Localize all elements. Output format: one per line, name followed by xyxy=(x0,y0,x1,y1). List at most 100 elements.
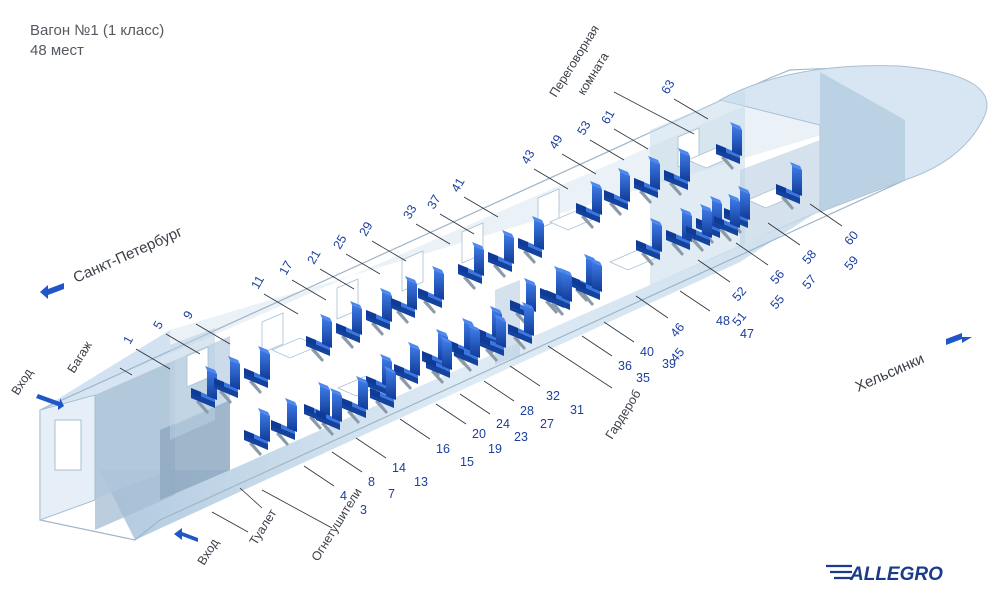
seat-number: 49 xyxy=(546,132,565,151)
seat-leader-line xyxy=(635,295,669,319)
seat-leader-line xyxy=(355,437,387,459)
seat-leader-line xyxy=(263,293,299,315)
seat-number: 15 xyxy=(460,455,474,469)
seat-number: 48 xyxy=(716,314,730,328)
seat-leader-line xyxy=(371,240,407,262)
seat-number: 40 xyxy=(640,345,654,359)
seat-number: 19 xyxy=(488,442,502,456)
seat-number: 52 xyxy=(730,284,750,304)
seat-number: 32 xyxy=(546,389,560,403)
seat-number: 20 xyxy=(472,427,486,441)
seat-number: 14 xyxy=(392,461,406,475)
area-leader-lines xyxy=(119,91,695,533)
seat-leader-line xyxy=(439,213,475,235)
entrance-bottom-label: Вход xyxy=(195,536,222,568)
seat-number: 60 xyxy=(842,228,862,248)
seat-icon[interactable] xyxy=(488,230,514,278)
seat-number: 9 xyxy=(180,308,196,321)
seat-number: 5 xyxy=(150,318,166,331)
seat-icon[interactable] xyxy=(306,314,332,362)
direction-left-arrow-icon xyxy=(40,283,64,299)
seat-icon[interactable] xyxy=(394,342,420,390)
seat-icon[interactable] xyxy=(244,408,270,456)
wardrobe-label: Гардероб xyxy=(603,388,644,442)
seat-number: 7 xyxy=(388,487,395,501)
seat-number: 31 xyxy=(570,403,584,417)
seat-number: 25 xyxy=(330,232,349,251)
seat-leader-line xyxy=(533,168,569,190)
seat-numbers: 1591117212529333741434953616346525658604… xyxy=(120,77,861,517)
seat-leader-line xyxy=(509,365,541,387)
entrance-left-arrow-icon xyxy=(36,394,64,410)
car-body xyxy=(39,65,988,541)
seat-leader-line xyxy=(435,403,467,425)
seat-leader-line xyxy=(561,153,597,175)
seat-number: 56 xyxy=(768,267,788,287)
seat-leader-line xyxy=(319,268,355,290)
allegro-logo: ALLEGRO xyxy=(826,564,943,585)
leader-lines xyxy=(135,98,843,487)
seat-leader-line xyxy=(463,196,499,218)
seat-leader-line xyxy=(613,128,649,150)
seat-icon[interactable] xyxy=(271,398,297,446)
seat-leader-line xyxy=(735,242,769,266)
luggage-label: Багаж xyxy=(65,338,96,375)
seat-leader-line xyxy=(767,222,801,246)
seat-number: 16 xyxy=(436,442,450,456)
seat-icon[interactable] xyxy=(244,346,270,394)
seat-number: 46 xyxy=(668,320,688,340)
seat-leader-line xyxy=(603,321,635,343)
seat-number: 61 xyxy=(598,107,617,126)
seat-number: 58 xyxy=(800,247,820,267)
seat-number: 21 xyxy=(304,247,323,266)
seat-leader-line xyxy=(399,418,431,440)
car-title: Вагон №1 (1 класс) xyxy=(30,22,165,39)
seat-leader-line xyxy=(291,279,327,301)
seat-number: 8 xyxy=(368,475,375,489)
svg-text:ALLEGRO: ALLEGRO xyxy=(849,564,943,585)
seat-number: 28 xyxy=(520,404,534,418)
extinguishers-label: Огнетушители xyxy=(309,486,365,564)
seat-leader-line xyxy=(415,223,451,245)
seat-number: 59 xyxy=(842,253,862,273)
seat-leader-line xyxy=(459,393,491,415)
seat-number: 23 xyxy=(514,430,528,444)
seat-number: 36 xyxy=(618,359,632,373)
toilet-label: Туалет xyxy=(247,506,280,547)
direction-right-arrow-icon xyxy=(946,333,972,345)
seat-leader-line xyxy=(345,253,381,275)
seat-leader-line xyxy=(679,290,711,312)
seat-leader-line xyxy=(303,465,335,487)
seat-number: 17 xyxy=(276,258,295,277)
seat-number: 13 xyxy=(414,475,428,489)
seat-leader-line xyxy=(697,259,731,283)
seat-number: 29 xyxy=(356,219,375,238)
direction-right-label: Хельсинки xyxy=(853,350,927,395)
seat-number: 37 xyxy=(424,192,443,211)
seat-leader-line xyxy=(589,139,625,161)
seat-number: 63 xyxy=(658,77,677,96)
seat-number: 35 xyxy=(636,371,650,385)
seat-count: 48 мест xyxy=(30,42,84,59)
seat-number: 33 xyxy=(400,202,419,221)
entrance-bottom-arrow-icon xyxy=(174,528,198,542)
seat-number: 43 xyxy=(518,147,537,166)
seat-number: 41 xyxy=(448,175,467,194)
seat-icon[interactable] xyxy=(366,288,392,336)
entrance-left-label: Вход xyxy=(9,366,36,398)
seat-leader-line xyxy=(331,451,363,473)
seat-leader-line xyxy=(483,380,515,402)
seat-leader-line xyxy=(165,333,201,355)
seat-number: 11 xyxy=(248,273,267,291)
direction-left-label: Санкт-Петербург xyxy=(71,223,186,287)
seat-leader-line xyxy=(673,98,709,120)
seat-number: 47 xyxy=(740,327,754,341)
seat-number: 55 xyxy=(768,292,788,312)
seat-leader-line xyxy=(135,348,171,370)
seat-number: 57 xyxy=(800,272,820,292)
seat-leader-line xyxy=(581,335,613,357)
seat-number: 39 xyxy=(662,357,676,371)
seat-number: 4 xyxy=(340,489,347,503)
seat-number: 3 xyxy=(360,503,367,517)
